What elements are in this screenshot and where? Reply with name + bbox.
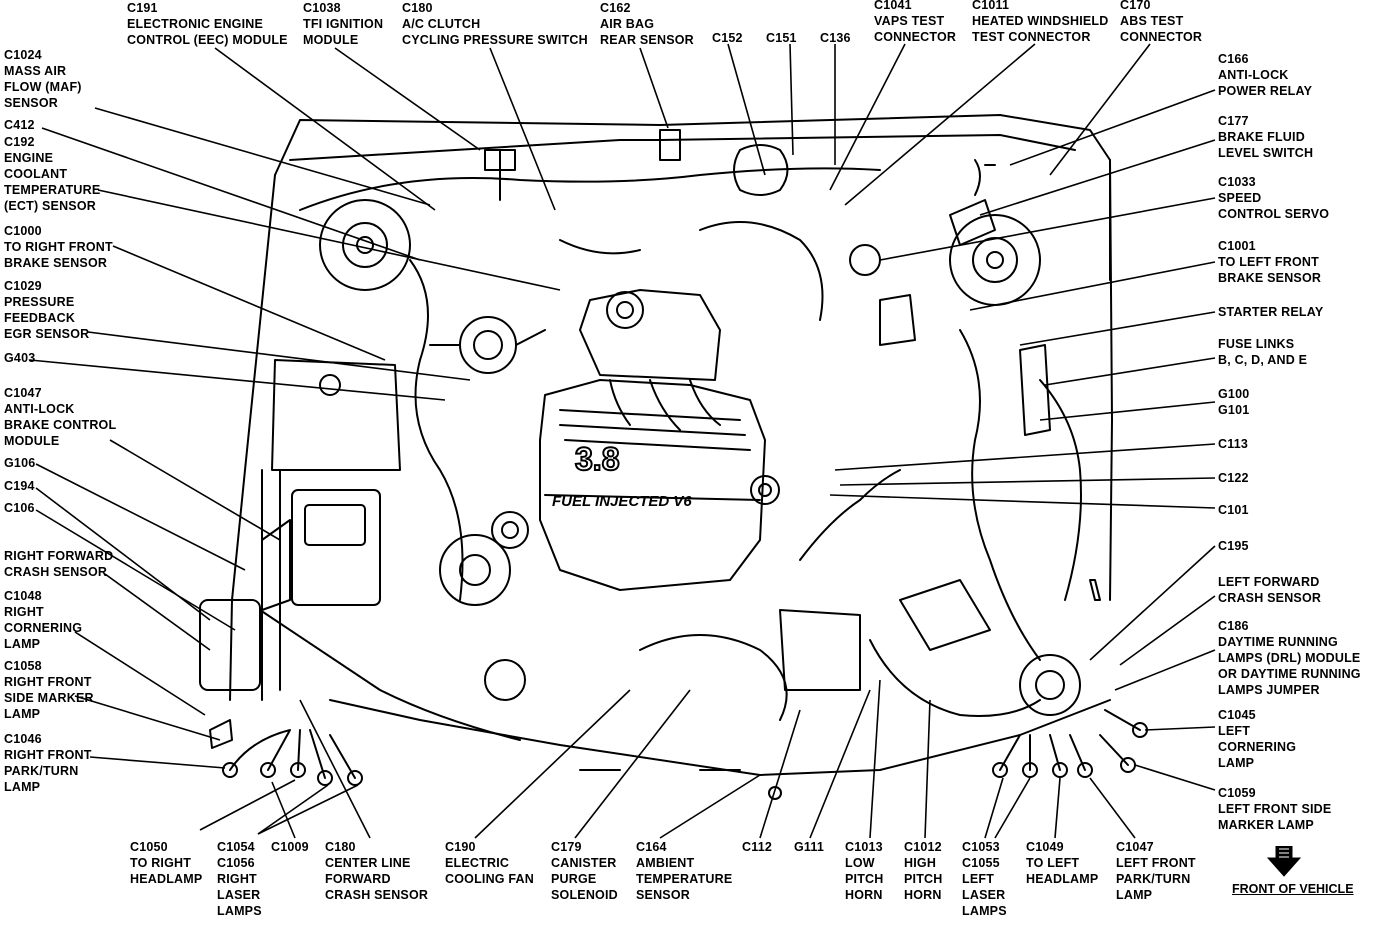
label-c101: C101: [1218, 503, 1249, 517]
label-c112: C112: [742, 840, 772, 854]
label-g111: G111: [794, 840, 824, 854]
label-g106: G106: [4, 456, 36, 470]
label-c113: C113: [1218, 437, 1248, 451]
label-g403: G403: [4, 351, 36, 365]
label-c412: C412: [4, 118, 35, 132]
engine-fuel-injected-banner: FUEL INJECTED V6: [552, 493, 692, 510]
label-c194: C194: [4, 479, 35, 493]
label-c106: C106: [4, 501, 35, 515]
label-c122: C122: [1218, 471, 1249, 485]
label-c195: C195: [1218, 539, 1249, 553]
label-c152: C152: [712, 31, 743, 45]
label-c136: C136: [820, 31, 851, 45]
front-of-vehicle-arrow-icon: [1266, 846, 1302, 877]
label-c151: C151: [766, 31, 797, 45]
engine-displacement-badge: 3.8: [575, 441, 619, 477]
label-c1009: C1009: [271, 840, 309, 854]
label-starter-relay: STARTER RELAY: [1218, 305, 1324, 319]
front-of-vehicle-label: FRONT OF VEHICLE: [1232, 882, 1354, 896]
